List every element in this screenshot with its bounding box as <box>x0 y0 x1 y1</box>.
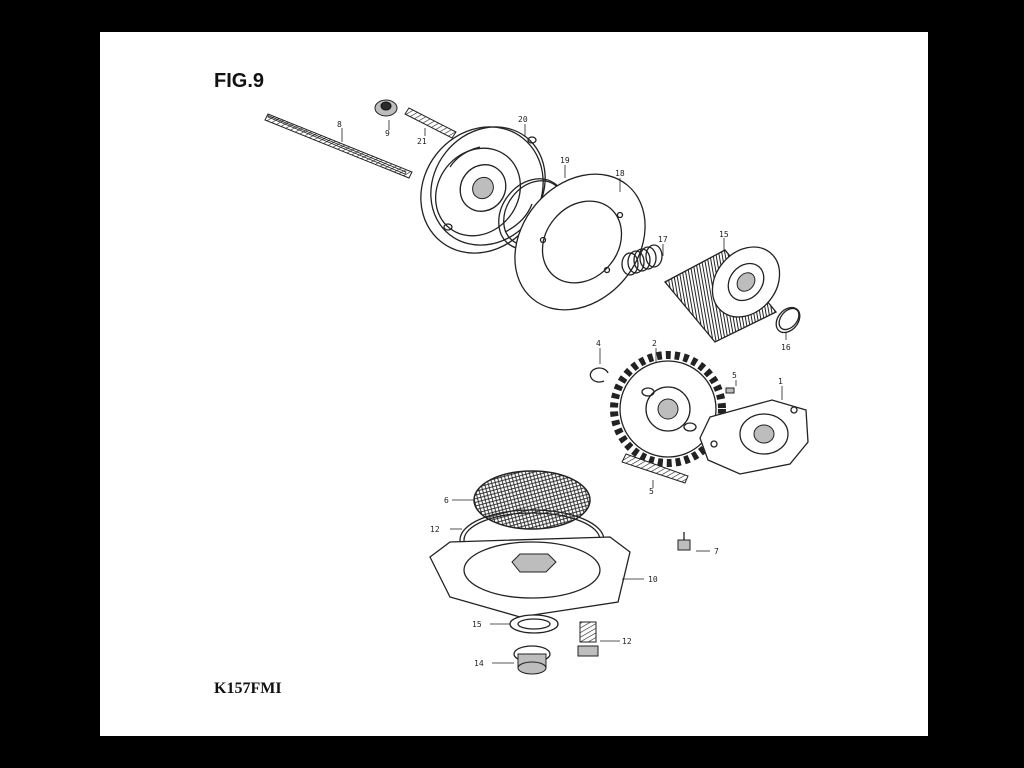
part-9-nut <box>374 99 398 117</box>
callout-10: 10 <box>648 575 658 584</box>
part-10-housing <box>429 536 631 618</box>
part-21-short-stud <box>404 107 457 139</box>
part-18-gasket <box>514 173 646 311</box>
callout-11: 12 <box>430 525 440 534</box>
exploded-parts-diagram: 8 9 21 20 19 18 17 15 16 4 2 5 1 <box>264 99 809 675</box>
part-5-key <box>725 387 735 394</box>
callout-7: 7 <box>714 547 719 556</box>
callout-18: 18 <box>615 169 625 178</box>
part-7-bolt <box>677 532 691 551</box>
callout-8: 8 <box>337 120 342 129</box>
callout-labels: 8 9 21 20 19 18 17 15 16 4 2 5 1 <box>337 115 791 668</box>
part-14-gasket-ring <box>509 614 559 634</box>
callout-21: 21 <box>417 137 427 146</box>
part-17-spring <box>621 244 663 276</box>
part-2-driven-gear <box>610 351 726 467</box>
callout-12: 12 <box>622 637 632 646</box>
part-1-oil-pump-body <box>699 399 809 475</box>
diagram-page: FIG.9 K157FMI <box>100 32 928 736</box>
part-12-spring-bolt <box>577 621 599 657</box>
callout-5: 5 <box>732 371 737 380</box>
part-6-strainer-screen <box>473 470 591 530</box>
callout-6: 6 <box>444 496 449 505</box>
callout-15: 15 <box>719 230 729 239</box>
callout-20: 20 <box>518 115 528 124</box>
part-16-small-o-ring <box>775 306 801 334</box>
part-8-long-stud <box>264 113 413 179</box>
part-20-filter-cover <box>420 126 546 254</box>
part-6-shaft <box>621 453 689 484</box>
callout-1: 1 <box>778 377 783 386</box>
callout-9: 9 <box>385 129 390 138</box>
callout-17: 17 <box>658 235 668 244</box>
callout-6-shaft: 5 <box>649 487 654 496</box>
part-4-circlip <box>589 367 609 383</box>
callout-2: 2 <box>652 339 657 348</box>
callout-4: 4 <box>596 339 601 348</box>
callout-14: 15 <box>472 620 482 629</box>
figure-title: FIG.9 <box>214 70 265 92</box>
callout-19: 19 <box>560 156 570 165</box>
part-15-oil-filter-element <box>663 246 781 343</box>
part-13-drain-plug <box>513 645 551 675</box>
model-code: K157FMI <box>214 680 282 697</box>
callout-16: 16 <box>781 343 791 352</box>
callout-13: 14 <box>474 659 484 668</box>
